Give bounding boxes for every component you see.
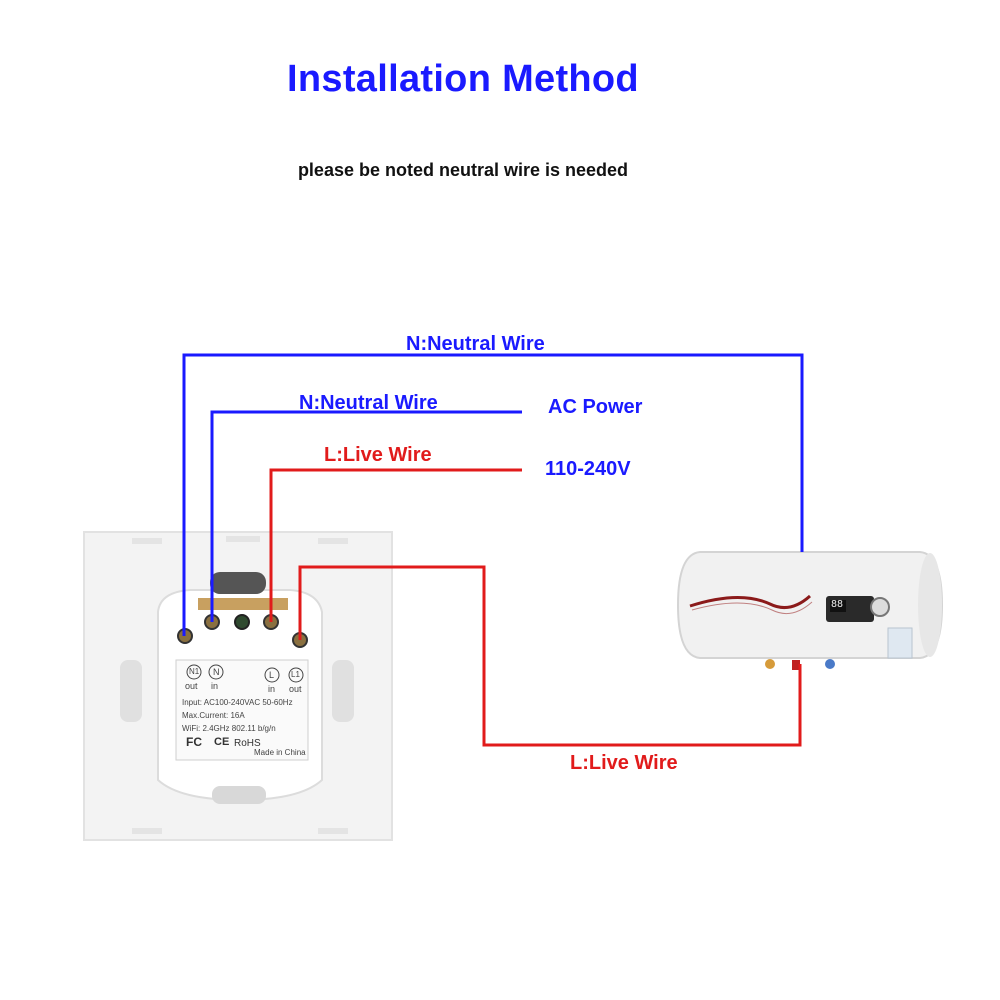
bottom-latch xyxy=(212,786,266,804)
terminal-n-marker xyxy=(208,664,224,680)
module-spec-current: Max.Current: 16A xyxy=(182,711,245,720)
plate-notch-bottom-right xyxy=(318,828,348,834)
module-spec-wifi: WiFi: 2.4GHz 802.11 b/g/n xyxy=(182,724,276,733)
clip-left xyxy=(120,660,142,722)
rohs-mark: RoHS xyxy=(234,738,261,749)
neutral-wire-inner xyxy=(210,410,522,622)
module-terminal-n1-dir: out xyxy=(185,681,198,691)
module-spec-input: Input: AC100-240VAC 50-60Hz xyxy=(182,698,293,707)
label-neutral-wire-mid: N:Neutral Wire xyxy=(299,392,438,414)
heater-sticker xyxy=(887,627,913,659)
plate-notch-mid xyxy=(226,536,260,542)
page-title: Installation Method xyxy=(287,58,639,100)
label-voltage: 110-240V xyxy=(545,458,631,480)
fc-mark: FC xyxy=(186,735,202,749)
ce-mark: CE xyxy=(214,736,230,748)
terminal-center-screw xyxy=(234,614,250,630)
heater-pipe-hot xyxy=(765,659,775,669)
neutral-wire-outer xyxy=(182,353,804,636)
live-wire-outer xyxy=(298,565,802,747)
plate-notch-left xyxy=(132,538,162,544)
plate-notch-right xyxy=(318,538,348,544)
module-terminal-l1: L1 xyxy=(291,670,300,679)
terminal-n1-marker xyxy=(186,664,202,680)
heater-end-cap xyxy=(918,553,942,657)
water-heater xyxy=(676,551,944,670)
terminal-l1-marker xyxy=(288,667,304,683)
label-ac-power: AC Power xyxy=(548,396,643,418)
module-terminal-n1: N1 xyxy=(189,667,200,676)
clip-right xyxy=(332,660,354,722)
wall-switch xyxy=(83,531,393,841)
heater-display-readout: 88 xyxy=(831,599,844,610)
module-terminal-l1-dir: out xyxy=(289,684,302,694)
module-terminal-n-dir: in xyxy=(211,681,219,691)
spec-label-panel xyxy=(175,659,309,761)
label-live-wire-mid: L:Live Wire xyxy=(324,444,432,466)
label-live-wire-bottom: L:Live Wire xyxy=(570,752,678,774)
heater-knob xyxy=(870,597,890,617)
module-terminal-n: N xyxy=(213,667,220,677)
made-in-label: Made in China xyxy=(254,748,306,757)
top-latch xyxy=(210,572,266,594)
heater-pipe-red xyxy=(792,660,800,670)
neutral-wire-note: please be noted neutral wire is needed xyxy=(297,160,629,180)
live-wire-inner xyxy=(269,468,522,622)
heater-display xyxy=(830,600,846,612)
terminal-l-marker xyxy=(264,667,280,683)
module-terminal-l-dir: in xyxy=(268,684,276,694)
module-terminal-l: L xyxy=(269,670,275,680)
plate-notch-bottom-left xyxy=(132,828,162,834)
heater-pipe-cold xyxy=(825,659,835,669)
label-neutral-wire-top: N:Neutral Wire xyxy=(406,333,545,355)
heater-swoosh xyxy=(689,594,812,610)
heater-swoosh-shadow xyxy=(691,601,813,615)
terminal-strip xyxy=(198,598,288,610)
